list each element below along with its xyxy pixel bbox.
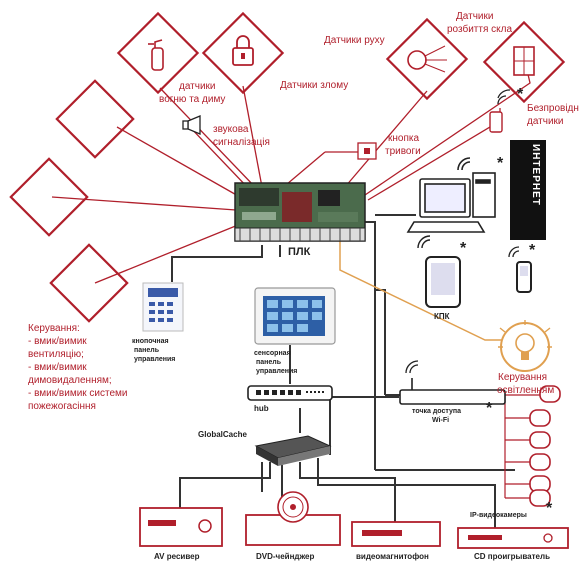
motion-sensors-label: Датчики руху — [324, 35, 385, 47]
lock-icon — [233, 36, 253, 65]
dvd-changer-icon — [246, 492, 340, 545]
ip-camera-1 — [530, 410, 550, 426]
plc-board — [235, 183, 365, 241]
glass-break-icon — [514, 47, 534, 75]
burglary-sensors-label: Датчики злому — [280, 80, 348, 92]
asterisk-pda: * — [460, 240, 466, 258]
asterisk-ipcam: * — [546, 500, 552, 518]
motion-sensor-icon — [408, 46, 447, 72]
control-line-1: - вмик/вимик — [28, 336, 87, 348]
touch-panel-label-line1: сенсорная — [254, 350, 291, 358]
av-receiver-icon — [140, 508, 222, 546]
control-line-2: вентиляцію; — [28, 349, 84, 361]
wifi-signal-icon — [458, 158, 470, 170]
keypad-label-line1: кнопочная — [132, 338, 169, 346]
touch-panel-label-line2: панель — [256, 359, 281, 367]
touch-panel-label-line3: управления — [256, 368, 297, 376]
control-line-3: - вмик/вимик — [28, 362, 87, 374]
empty-frame-1 — [57, 81, 133, 157]
computer-icon — [408, 173, 495, 232]
globalcache-label: GlobalCache — [198, 430, 247, 439]
control-line-6: пожежогасіння — [28, 401, 96, 413]
av-receiver-label: AV ресивер — [154, 552, 200, 561]
wifi-ap-label-line1: точка доступа — [412, 408, 461, 416]
glass-sensors-label-line1: Датчики — [456, 11, 493, 23]
hub-label: hub — [254, 404, 269, 413]
siren-label-line2: сигналізація — [213, 137, 270, 149]
alarm-button-label-line1: кнопка — [388, 133, 419, 145]
empty-frame-3 — [51, 245, 127, 321]
ip-cameras — [530, 386, 560, 506]
internet-label: ИНТЕРНЕТ — [515, 144, 541, 206]
alarm-button-icon — [358, 143, 376, 159]
network-wires — [172, 215, 515, 528]
wifi-ap-label-line2: Wi-Fi — [432, 417, 449, 425]
cd-player-icon — [458, 528, 568, 548]
ip-camera-3 — [530, 454, 550, 470]
lighting-label-line1: Керування — [498, 372, 547, 384]
fire-sensors-label-line1: датчики — [179, 81, 216, 93]
pda-icon — [418, 236, 460, 307]
asterisk-wireless: * — [517, 86, 523, 104]
lighting-wire — [340, 240, 505, 340]
keypad-panel-icon — [143, 283, 183, 331]
ip-camera-2 — [530, 432, 550, 448]
control-title: Керування: — [28, 323, 80, 335]
fire-extinguisher-icon — [148, 40, 163, 70]
fire-sensors-label-line2: вогню та диму — [159, 94, 225, 106]
asterisk-wifi: * — [486, 400, 492, 418]
phone-icon — [509, 247, 531, 292]
plc-label: ПЛК — [288, 246, 310, 259]
hub-icon — [248, 386, 332, 400]
wireless-sensors-label-line2: датчики — [527, 116, 564, 128]
sensor-frames — [11, 13, 564, 321]
lighting-label-line2: освітленням — [497, 385, 554, 397]
wireless-sensors-label-line1: Безпровідні — [527, 103, 579, 115]
asterisk-phone: * — [529, 242, 535, 260]
keypad-label-line3: управления — [134, 356, 175, 364]
vcr-icon — [352, 522, 440, 546]
alarm-button-label-line2: тривоги — [385, 146, 421, 158]
lightbulb-icon — [498, 320, 552, 371]
control-line-4: димовидаленням; — [28, 375, 112, 387]
control-line-5: - вмик/вимик системи — [28, 388, 128, 400]
empty-frame-2 — [11, 159, 87, 235]
vcr-label: видеомагнитофон — [356, 552, 429, 561]
access-point-icon — [400, 361, 505, 404]
pda-label: КПК — [434, 312, 450, 321]
siren-label-line1: звукова — [213, 124, 249, 136]
cd-player-label: CD проигрыватель — [474, 552, 550, 561]
siren-icon — [183, 116, 200, 134]
touch-panel-icon — [255, 288, 335, 344]
asterisk-computer: * — [497, 155, 503, 173]
dvd-changer-label: DVD-чейнджер — [256, 552, 314, 561]
keypad-label-line2: панель — [134, 347, 159, 355]
glass-sensors-label-line2: розбиття скла — [447, 24, 512, 36]
ip-cameras-label: IP-видеокамеры — [470, 512, 527, 520]
